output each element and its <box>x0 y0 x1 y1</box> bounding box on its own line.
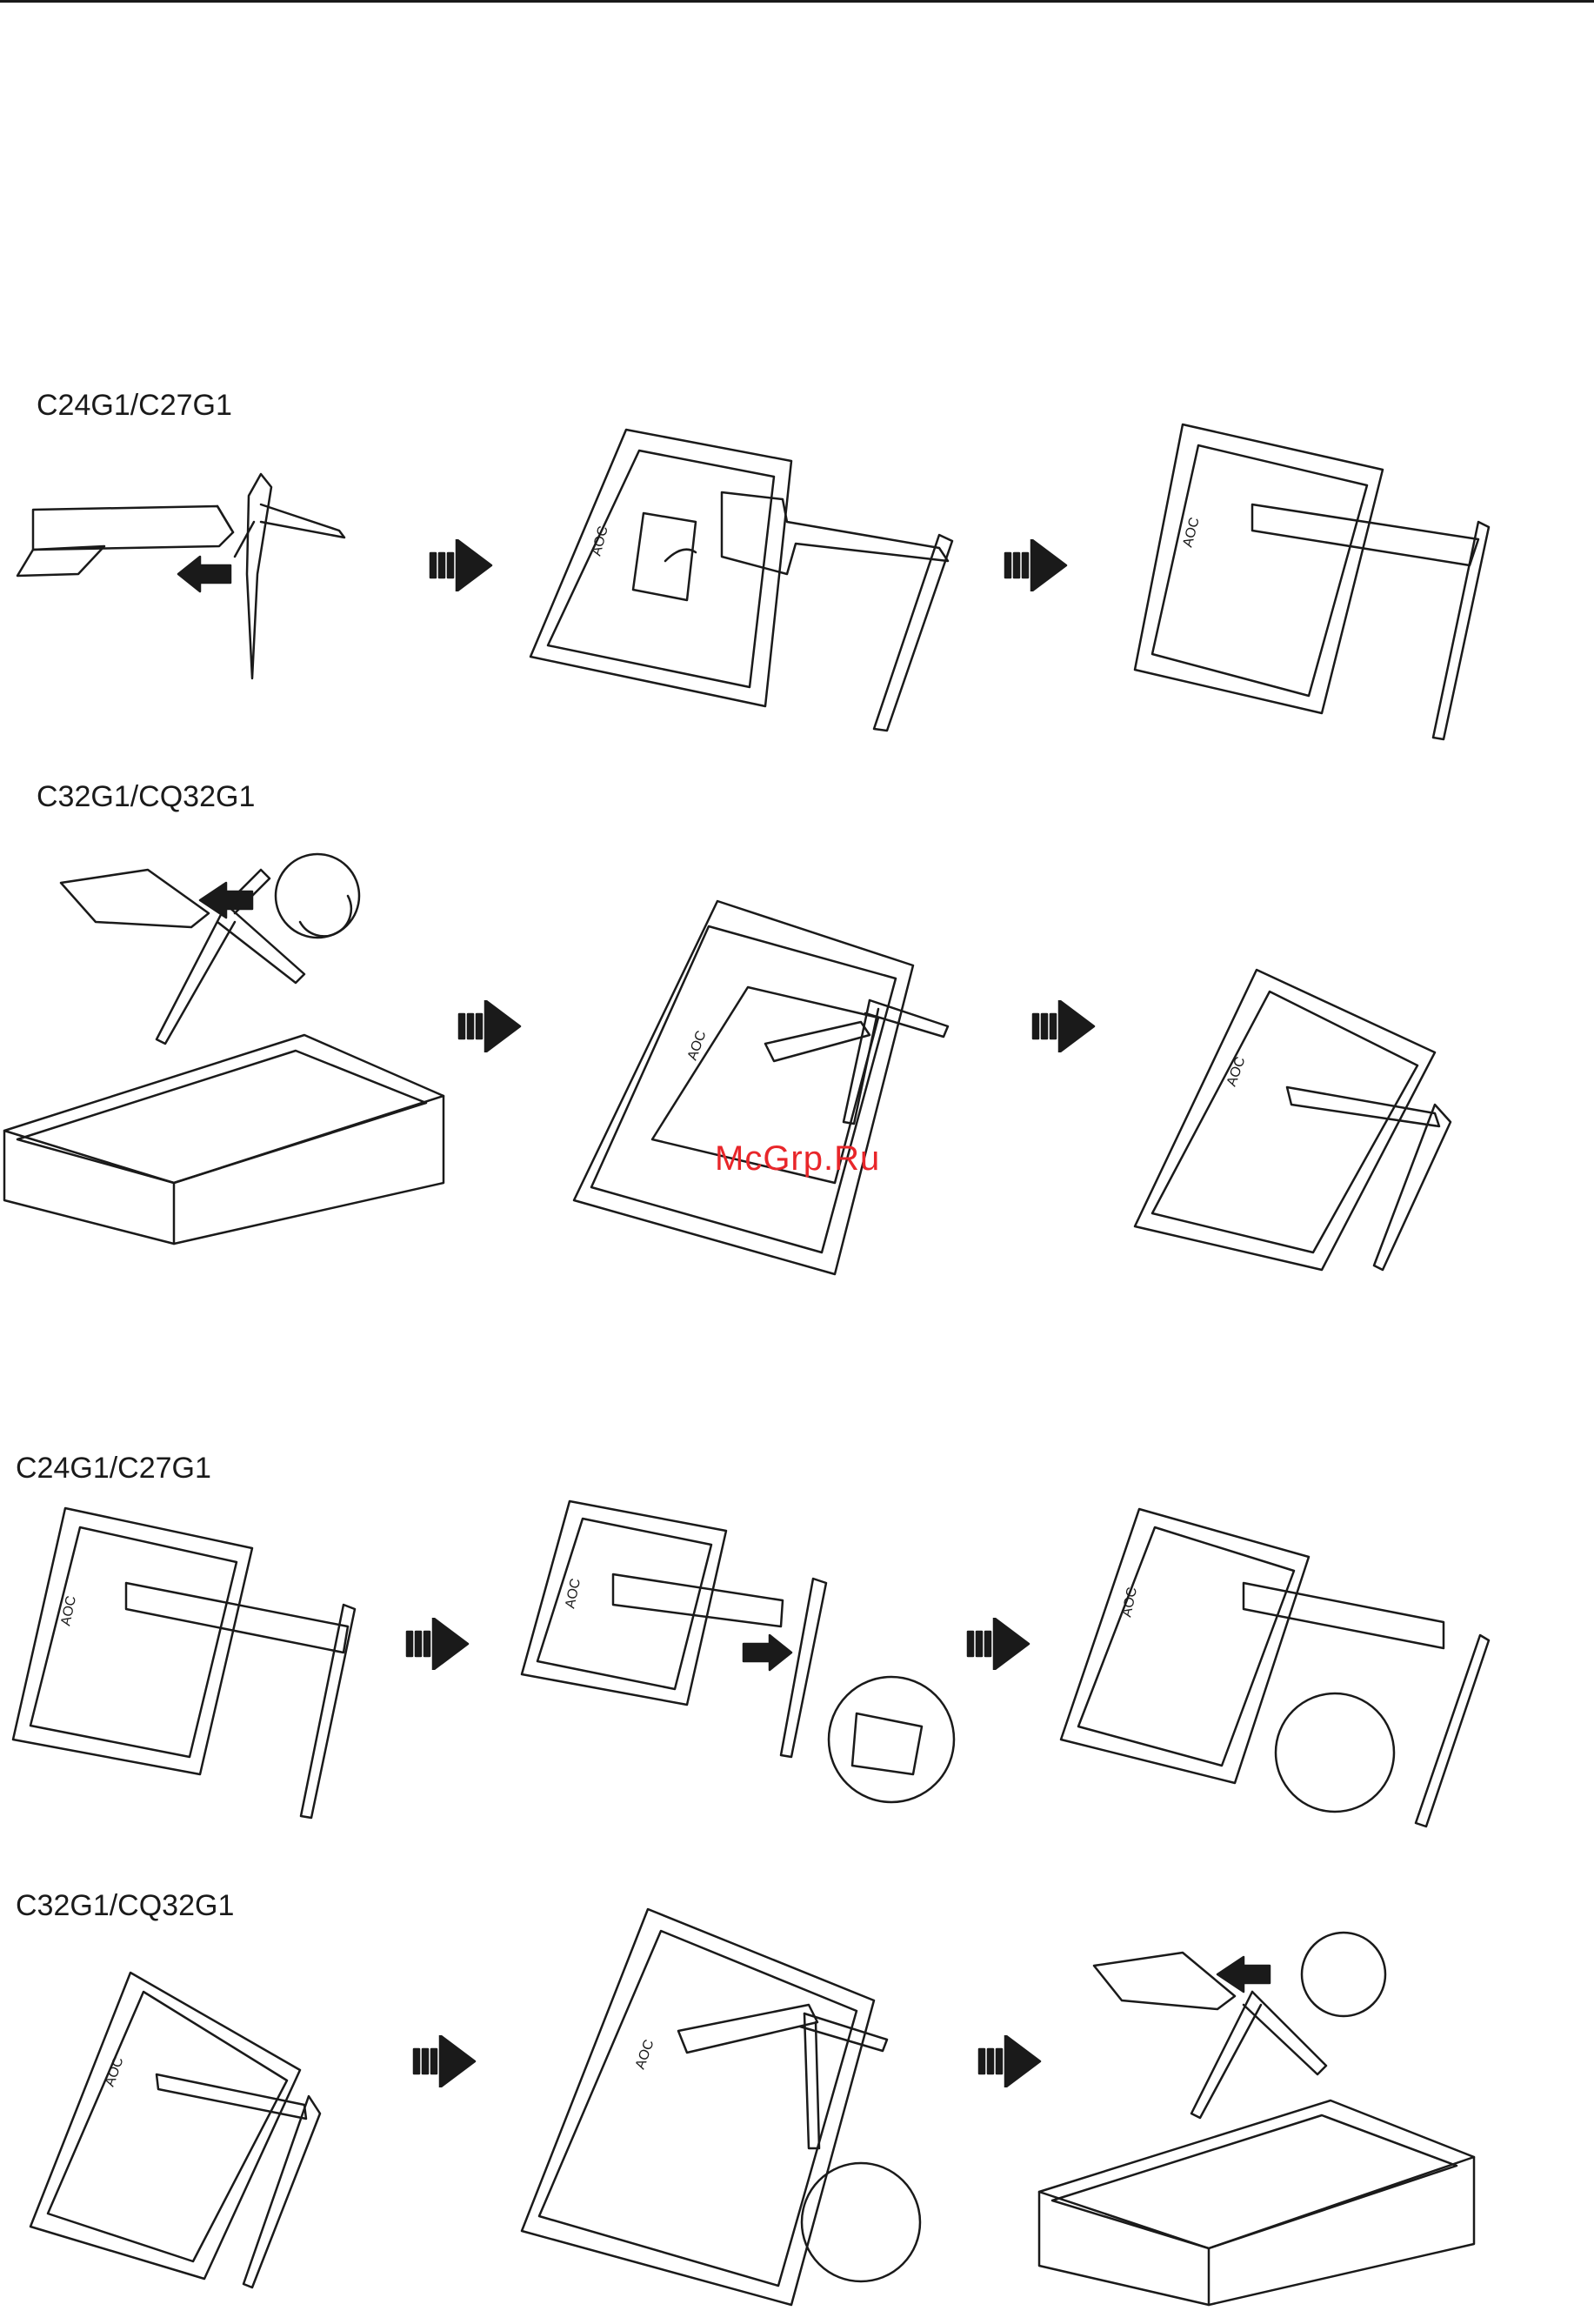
row2-arrow-1 <box>459 1000 520 1052</box>
row4-arrow-2 <box>979 2035 1040 2087</box>
row3-step3-attach-hinge: AOC <box>1061 1509 1489 1826</box>
row2-step3-monitor-stand-attached: AOC <box>1135 970 1451 1270</box>
svg-text:AOC: AOC <box>103 2055 127 2088</box>
row3-step2-detach-hinge: AOC <box>522 1501 954 1802</box>
row3-arrow-2 <box>968 1618 1029 1670</box>
row3-arrow-1 <box>407 1618 468 1670</box>
row4-step1-monitor: AOC <box>30 1973 320 2287</box>
row2-arrow-2 <box>1033 1000 1094 1052</box>
svg-text:AOC: AOC <box>1180 516 1202 549</box>
row4-step2-monitor-in-box: AOC <box>522 1909 920 2305</box>
svg-text:AOC: AOC <box>589 524 610 558</box>
svg-text:AOC: AOC <box>685 1029 710 1062</box>
row4-step3-stand-and-box <box>1039 1933 1474 2305</box>
row1-step1-stand-base <box>17 474 344 678</box>
row2-step1-stand-and-box <box>4 854 444 1244</box>
row1-arrow-2 <box>1005 539 1066 591</box>
row1-step3-monitor-stand-attached: AOC <box>1135 424 1489 739</box>
watermark: McGrp.Ru <box>715 1139 880 1179</box>
svg-text:AOC: AOC <box>1119 1586 1140 1618</box>
svg-text:AOC: AOC <box>563 1577 584 1609</box>
row1-arrow-1 <box>430 539 491 591</box>
svg-text:AOC: AOC <box>1224 1055 1249 1088</box>
row3-step1-monitor: AOC <box>13 1508 355 1818</box>
svg-text:AOC: AOC <box>633 2038 657 2071</box>
row2-step2-monitor-in-box: AOC <box>574 901 948 1274</box>
row1-step2-monitor-back: AOC <box>530 430 952 731</box>
row4-arrow-1 <box>414 2035 475 2087</box>
